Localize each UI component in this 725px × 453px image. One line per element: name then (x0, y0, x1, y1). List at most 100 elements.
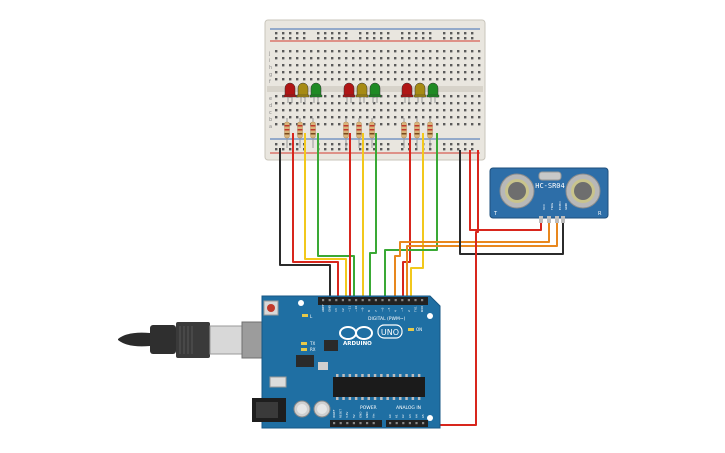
arduino-logo: ARDUINO UNO (339, 324, 403, 347)
wire-sensor-vcc-red[interactable] (469, 150, 542, 231)
sensor-corner-label-right: R (598, 211, 602, 217)
led[interactable] (368, 82, 382, 103)
led[interactable] (355, 82, 369, 103)
power-pin-label: 3.3V (345, 412, 349, 418)
wire-sensor-echo-orange[interactable] (406, 222, 558, 302)
led[interactable] (283, 82, 297, 103)
digital-pin-label: 12 (341, 308, 345, 312)
digital-pin-label: 8 (367, 310, 371, 312)
digital-pin-label: 2 (407, 310, 411, 312)
wire-sensor-trig-orange[interactable] (394, 222, 550, 302)
row-letter-d: d (269, 103, 272, 109)
mounting-hole (427, 313, 433, 319)
wire-g2-green[interactable] (369, 133, 377, 302)
digital-pin-label: RX0 (420, 306, 424, 312)
led[interactable] (400, 82, 414, 103)
power-header[interactable] (330, 420, 382, 427)
resistor[interactable] (427, 118, 433, 148)
resistor[interactable] (310, 118, 316, 148)
digital-pin-label: AREF (321, 304, 325, 312)
board-led-tx-label: TX (309, 341, 315, 346)
wire-gnd-black[interactable] (279, 148, 331, 302)
power-header-label: POWER (360, 405, 377, 411)
row-letter-a: a (269, 124, 272, 130)
sensor-transducer-left (499, 173, 535, 209)
resistor[interactable] (356, 118, 362, 148)
wire-sensor-gnd-black[interactable] (459, 150, 564, 255)
digital-pin-label: ~6 (380, 307, 384, 312)
crystal (318, 362, 328, 370)
wire-g1-red[interactable] (292, 133, 339, 302)
dc-power-jack[interactable] (252, 398, 286, 422)
sensor-transducer-right (565, 173, 601, 209)
led[interactable] (342, 82, 356, 103)
power-pin-label: GND (365, 412, 369, 418)
led[interactable] (296, 82, 310, 103)
board-led-l-label: L (310, 314, 313, 319)
digital-pin-label: ~5 (387, 307, 391, 312)
digital-header-label: DIGITAL (PWM~) (368, 316, 406, 322)
resistor[interactable] (297, 118, 303, 148)
reset-button[interactable] (263, 300, 279, 316)
mounting-hole (298, 300, 304, 306)
power-pin-label: 5V (352, 414, 356, 418)
row-letter-f: f (269, 79, 271, 85)
resistor[interactable] (414, 118, 420, 148)
digital-pin-label: ~9 (361, 307, 365, 312)
analog-pin-label: A3 (408, 414, 412, 418)
wire-g1-yellow[interactable] (304, 133, 347, 302)
digital-pin-label: ~3 (400, 307, 404, 312)
row-letter-b: b (269, 117, 272, 123)
resistor[interactable] (369, 118, 375, 148)
digital-pin-label: GND (328, 304, 332, 312)
led[interactable] (309, 82, 323, 103)
row-letter-e: e (269, 96, 272, 102)
led-array[interactable] (283, 82, 440, 103)
analog-header-label: ANALOG IN (396, 405, 421, 411)
digital-pin-label: TX1 (413, 306, 417, 313)
digital-header[interactable] (318, 297, 428, 305)
analog-pin-label: A1 (395, 414, 399, 418)
digital-pin-label: 4 (394, 310, 398, 312)
power-rail-top (275, 32, 474, 151)
sensor-corner-label-left: T (493, 211, 498, 217)
row-letter-g: g (269, 72, 272, 78)
ultrasonic-sensor[interactable]: HC-SR04 T R VCC TRIG ECHO GND (489, 167, 609, 223)
row-letter-h: h (269, 65, 272, 71)
power-pin-label: RESET (339, 409, 343, 418)
power-pin-label: IOREF (332, 409, 336, 418)
usb-cable[interactable] (118, 321, 273, 359)
led[interactable] (426, 82, 440, 103)
analog-pin-label: A4 (414, 414, 418, 418)
sensor-pins[interactable] (539, 216, 565, 223)
row-letter-i: i (269, 58, 270, 64)
wire-g1-green[interactable] (317, 133, 355, 302)
power-pin-label: GND (358, 412, 362, 418)
capacitors (293, 400, 331, 418)
analog-header[interactable] (386, 420, 428, 427)
wire-g3-yellow[interactable] (410, 133, 424, 302)
resistor[interactable] (343, 118, 349, 148)
row-letter-c: c (269, 110, 272, 116)
led[interactable] (413, 82, 427, 103)
analog-pin-label: A5 (421, 414, 425, 418)
small-ic (324, 340, 338, 351)
power-pin-label: Vin (372, 413, 376, 418)
resistor-array[interactable] (284, 118, 433, 148)
digital-pin-label: ~10 (354, 306, 358, 312)
sensor-crystal (538, 171, 562, 181)
arduino-model-label: UNO (381, 328, 399, 337)
wire-g3-green[interactable] (384, 133, 438, 302)
voltage-regulator (269, 376, 287, 388)
resistor[interactable] (401, 118, 407, 148)
mounting-hole (427, 415, 433, 421)
sensor-model-label: HC-SR04 (535, 182, 565, 190)
resistor[interactable] (284, 118, 290, 148)
board-led-on-label: ON (416, 327, 422, 332)
digital-pin-label: ~11 (347, 306, 351, 312)
atmega-chip (333, 374, 425, 400)
